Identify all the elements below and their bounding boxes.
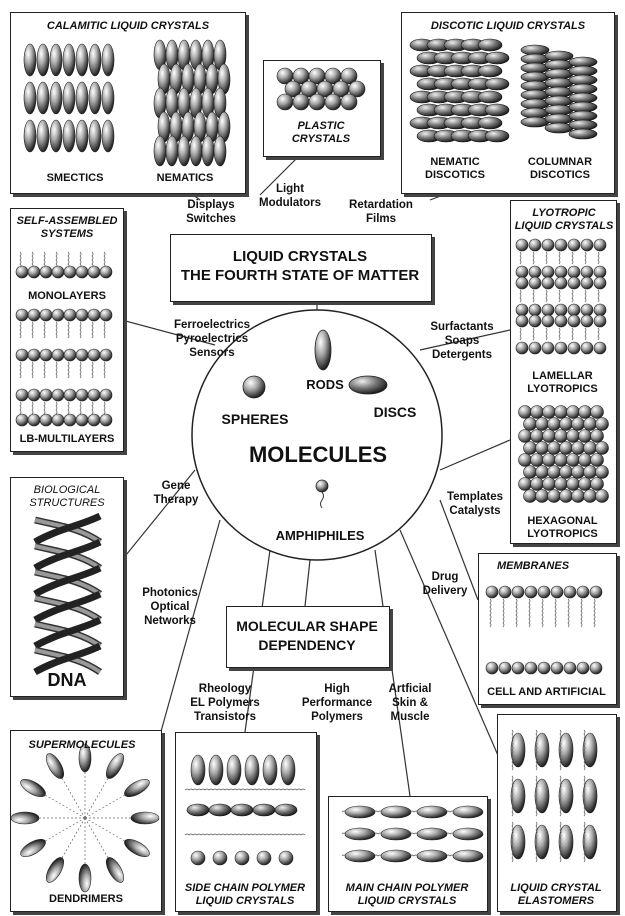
columnar-discotics-label: COLUMNAR DISCOTICS: [510, 156, 610, 182]
rods-label: RODS: [295, 378, 355, 392]
supermolecules-title: SUPERMOLECULES: [12, 739, 152, 752]
surfactants-label: Surfactants Soaps Detergents: [414, 320, 510, 362]
spheres-label: SPHERES: [205, 412, 305, 426]
lyotropic-title: LYOTROPIC LIQUID CRYSTALS: [510, 207, 618, 233]
elastomers-title: LIQUID CRYSTAL ELASTOMERS: [497, 882, 615, 908]
amphiphiles-label: AMPHIPHILES: [250, 529, 390, 543]
self-assembled-title: SELF-ASSEMBLED SYSTEMS: [12, 215, 122, 241]
displays-switches-label: Displays Switches: [176, 198, 246, 226]
monolayers-label: MONOLAYERS: [12, 290, 122, 303]
membranes-title: MEMBRANES: [478, 560, 588, 573]
retardation-films-label: Retardation Films: [336, 198, 426, 226]
nematic-discotics-label: NEMATIC DISCOTICS: [405, 156, 505, 182]
lamellar-label: LAMELLAR LYOTROPICS: [510, 370, 615, 396]
membranes-caption: CELL AND ARTIFICIAL: [478, 686, 615, 699]
calamitic-title: CALAMITIC LIQUID CRYSTALS: [12, 20, 244, 33]
gene-therapy-label: Gene Therapy: [146, 479, 206, 507]
drug-delivery-label: Drug Delivery: [420, 570, 470, 598]
dendrimers-label: DENDRIMERS: [12, 893, 160, 906]
ferroelectrics-label: Ferroelectrics Pyroelectrics Sensors: [150, 318, 274, 360]
discotic-title: DISCOTIC LIQUID CRYSTALS: [403, 20, 613, 33]
rheology-label: Rheology EL Polymers Transistors: [180, 682, 270, 724]
artificial-skin-label: Artficial Skin & Muscle: [375, 682, 445, 724]
discs-label: DISCS: [360, 405, 430, 419]
dna-label: DNA: [12, 670, 122, 690]
nematics-label: NEMATICS: [135, 172, 235, 185]
photonics-label: Photonics Optical Networks: [128, 586, 212, 628]
lc-title: LIQUID CRYSTALS THE FOURTH STATE OF MATT…: [170, 247, 430, 285]
side-chain-title: SIDE CHAIN POLYMER LIQUID CRYSTALS: [175, 882, 315, 908]
molecules-label: MOLECULES: [230, 443, 406, 467]
main-chain-title: MAIN CHAIN POLYMER LIQUID CRYSTALS: [328, 882, 486, 908]
lb-multilayers-label: LB-MULTILAYERS: [12, 433, 122, 446]
templates-catalysts-label: Templates Catalysts: [438, 490, 512, 518]
light-modulators-label: Light Modulators: [250, 182, 330, 210]
hexagonal-label: HEXAGONAL LYOTROPICS: [510, 515, 615, 541]
high-performance-label: High Performance Polymers: [292, 682, 382, 724]
biological-title: BIOLOGICAL STRUCTURES: [12, 484, 122, 510]
plastic-title: PLASTIC CRYSTALS: [263, 120, 379, 146]
shape-dependency-title: MOLECULAR SHAPE DEPENDENCY: [226, 617, 388, 655]
smectics-label: SMECTICS: [20, 172, 130, 185]
